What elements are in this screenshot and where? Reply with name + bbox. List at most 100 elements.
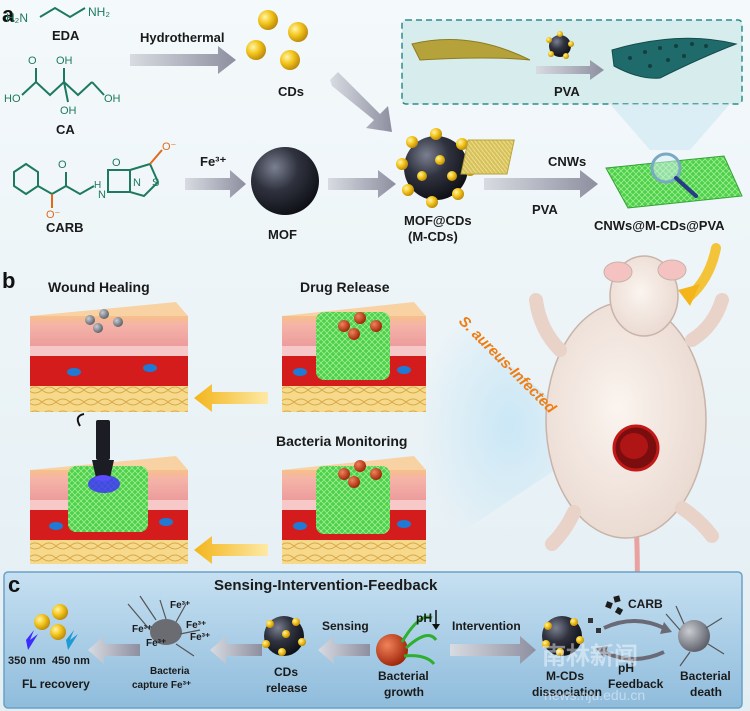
eda-structure (39, 6, 86, 19)
eda-amine-left: H₂N (6, 11, 28, 25)
fl-350-label: 350 nm (8, 655, 46, 667)
watermark-line1: 南林新闻 (542, 642, 638, 670)
feedback-arc-bottom-head (596, 646, 608, 658)
ph-label-left: pH (416, 611, 432, 625)
panel-a: a H₂N NH₂ EDA O OH HO OH OH CA (2, 2, 743, 244)
carb-s: S (152, 177, 159, 189)
fe-tag-3: Fe³⁺ (186, 620, 206, 631)
monitoring-to-fl-arrow (194, 536, 268, 564)
capture-label-line2: capture Fe³⁺ (132, 680, 191, 691)
cnws-label: CNWs (548, 154, 586, 169)
capture-to-fl-arrow (88, 636, 140, 664)
cds-dots (246, 10, 308, 70)
feedback-line2: Feedback (608, 677, 664, 691)
panel-c-letter: c (8, 572, 20, 597)
release-to-capture-arrow (210, 636, 262, 664)
inset-fiber-dots (628, 42, 708, 68)
cnws-square (460, 139, 515, 175)
cds-to-mofcds-arrow (330, 72, 392, 132)
fe-tag-4: Fe³⁺ (146, 638, 166, 649)
cds-release-sphere (262, 616, 306, 656)
feedback-arc-top (603, 619, 665, 630)
ca-oh3: OH (104, 93, 121, 105)
bacteria-monitoring-title: Bacteria Monitoring (276, 433, 407, 449)
mofcds-sphere (396, 128, 476, 208)
product-label: CNWs@M-CDs@PVA (594, 218, 725, 233)
inset-mcds-small (546, 31, 574, 59)
carb-n1: N (98, 189, 106, 201)
carb-n2: N (133, 177, 141, 189)
bacterial-growth-cluster (376, 615, 438, 666)
ca-oh1: OH (56, 55, 73, 67)
hydrothermal-arrow (130, 46, 236, 74)
product-mesh (605, 155, 743, 209)
carb-structure (13, 149, 163, 208)
pva-label: PVA (532, 202, 558, 217)
rat-illustration (529, 255, 729, 673)
magnifier-lens (650, 152, 682, 184)
cds-release-line1: CDs (274, 665, 298, 679)
fl-450-label: 450 nm (52, 655, 90, 667)
growth-line1: Bacterial (378, 669, 429, 683)
drug-release-title: Drug Release (300, 279, 390, 295)
carb-o2: O (112, 157, 121, 169)
inset-cone (610, 104, 730, 150)
fe-tag-1: Fe³⁺ (170, 600, 190, 611)
intervention-arrow (450, 636, 536, 664)
eda-label: EDA (52, 28, 80, 43)
drug-to-healing-arrow (194, 384, 268, 412)
ph-down-arrowhead (432, 624, 440, 630)
mofcds-to-product-arrow (484, 170, 598, 198)
watermark-line2: news.nju.edu.cn (544, 687, 645, 703)
ca-structure (21, 68, 105, 103)
panel-c-title: Sensing-Intervention-Feedback (214, 577, 438, 594)
sensing-arrow (318, 636, 370, 664)
fe-arrow (185, 170, 246, 198)
fe-label: Fe³⁺ (200, 154, 227, 169)
capture-label-line1: Bacteria (150, 666, 190, 677)
panel-c: c Sensing-Intervention-Feedback 350 nm 4… (3, 571, 743, 709)
hydrothermal-label: Hydrothermal (140, 30, 225, 45)
tissue-wound-healing (30, 302, 188, 412)
carb-squares (605, 595, 624, 616)
mofcds-label-line2: (M-CDs) (408, 229, 458, 244)
bacteria-capture-cluster (127, 595, 201, 657)
mof-to-mofcds-arrow (328, 170, 396, 198)
inset-fiber-coated (611, 37, 738, 79)
feedback-arc-top-head (660, 622, 672, 634)
dissociation-line1: M-CDs (546, 669, 584, 683)
wound-healing-title: Wound Healing (48, 279, 150, 295)
death-line2: death (690, 685, 722, 699)
mofcds-label-line1: MOF@CDs (404, 213, 472, 228)
flashlight-icon (76, 413, 114, 481)
feedback-line1: pH (618, 661, 634, 675)
feedback-arc-bottom (603, 650, 665, 661)
ca-oh2: OH (60, 105, 77, 117)
carb-o-minus-1: O⁻ (46, 209, 61, 221)
fl-450-bolt-icon (66, 630, 78, 650)
death-line1: Bacterial (680, 669, 731, 683)
fe-tag-5: Fe³⁺ (190, 632, 210, 643)
carb-c-label: CARB (628, 597, 663, 611)
carb-label: CARB (46, 220, 84, 235)
eda-amine-right: NH₂ (88, 5, 110, 19)
growth-line2: growth (384, 685, 424, 699)
fl-cds-dots (34, 604, 68, 640)
fe-tag-2: Fe³⁺ (132, 624, 152, 635)
cds-release-line2: release (266, 681, 308, 695)
inset-fiber-yellow (411, 39, 531, 61)
panel-c-box (3, 571, 743, 709)
fl-recovery-label: FL recovery (22, 677, 90, 691)
panel-b: b Wound Healing Drug Release Bacteria Mo… (2, 243, 729, 673)
bacterial-death-cluster (665, 605, 725, 667)
fl-350-bolt-icon (26, 630, 38, 650)
cds-label: CDs (278, 84, 304, 99)
carb-o1: O (58, 159, 67, 171)
sensing-label: Sensing (322, 619, 369, 633)
ca-ho: HO (4, 93, 21, 105)
carb-h: H (94, 180, 101, 191)
mcds-dissociation-sphere (542, 616, 601, 656)
mof-sphere (251, 147, 319, 215)
wound-light-cone (420, 290, 600, 560)
